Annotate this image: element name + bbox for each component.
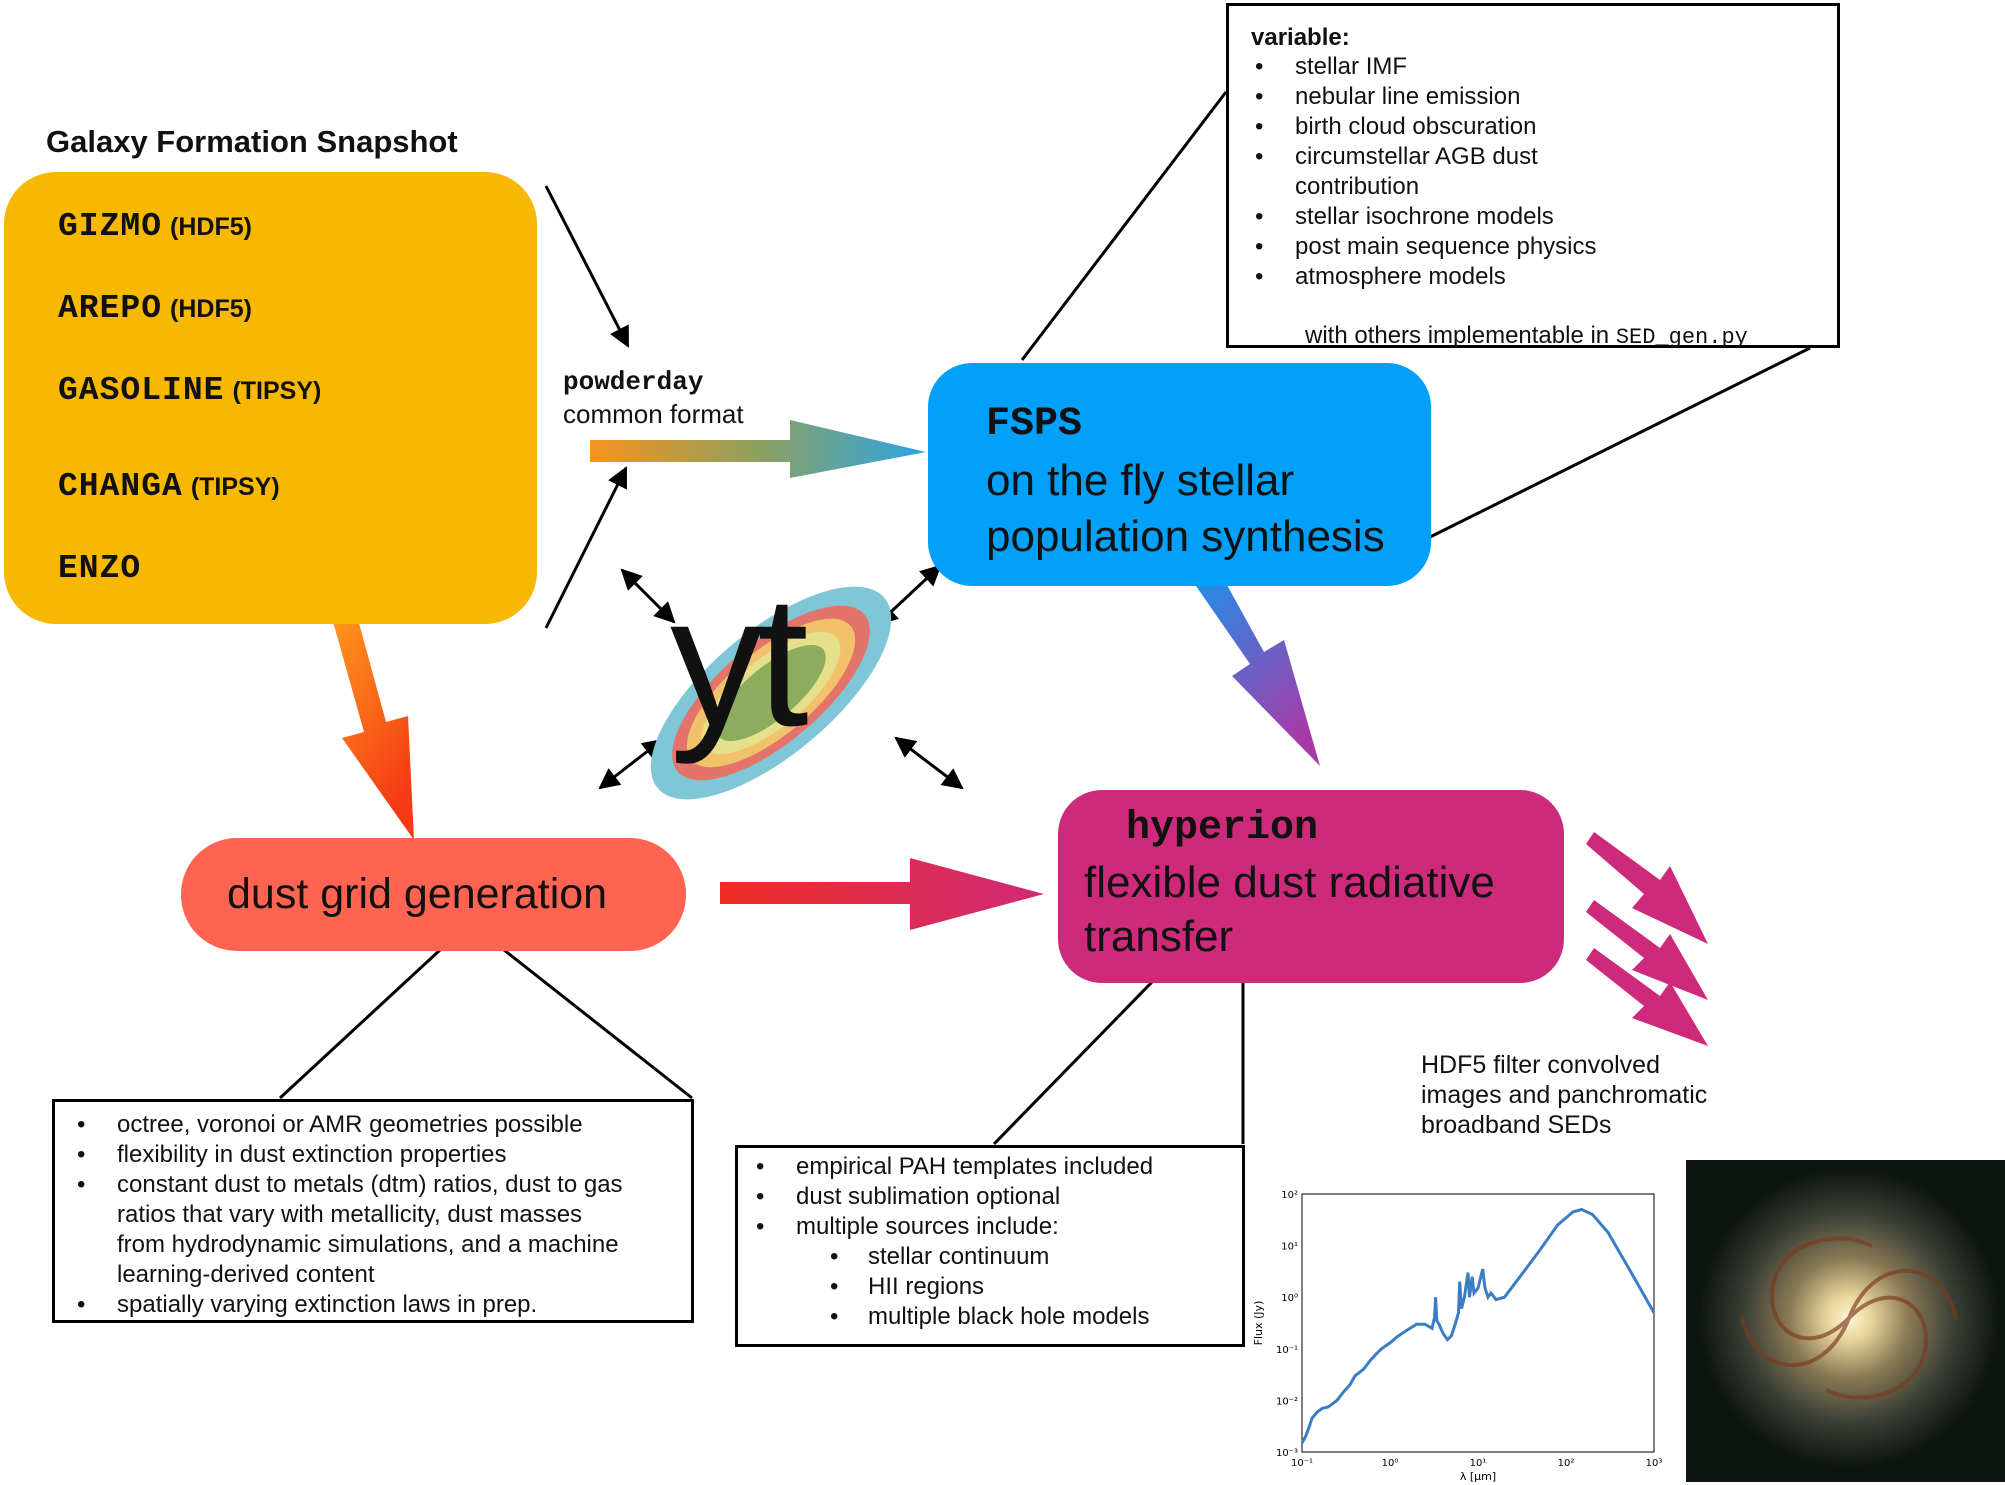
list-item: stellar IMF xyxy=(1241,52,1597,82)
snapshot-to-powderday-arrow-bottom xyxy=(544,466,628,629)
outputs-line2: images and panchromatic xyxy=(1421,1081,1708,1109)
dust-callout-line-right xyxy=(503,948,693,1100)
fsps-line1: on the fly stellar xyxy=(986,456,1295,505)
snapshot-to-powderday-arrow-top xyxy=(544,185,630,348)
fsps-callout-line-top xyxy=(1020,91,1228,361)
hyperion-name: hyperion xyxy=(1126,806,1319,851)
sed-xtick-label: 10¹ xyxy=(1470,1458,1487,1469)
sed-plot-frame xyxy=(1301,1193,1655,1453)
code-name: GIZMO xyxy=(58,208,163,245)
fsps-notes-title: variable: xyxy=(1251,24,1350,51)
yt-logo-icon xyxy=(650,586,892,800)
snapshot-title: Galaxy Formation Snapshot xyxy=(46,124,458,159)
code-format: (HDF5) xyxy=(170,213,252,241)
list-item: dust sublimation optional xyxy=(742,1182,1153,1212)
code-format: (HDF5) xyxy=(170,295,252,323)
sed-ytick-label: 10¹ xyxy=(1281,1242,1298,1253)
sed-xtick-label: 10² xyxy=(1558,1458,1575,1469)
outputs-line1: HDF5 filter convolved xyxy=(1421,1051,1660,1079)
list-item: octree, voronoi or AMR geometries possib… xyxy=(63,1110,623,1140)
fsps-notes-extra-text: with others implementable in xyxy=(1305,322,1610,349)
yt-arrow-dust xyxy=(598,738,664,790)
sed-xtick-label: 10⁻¹ xyxy=(1291,1458,1313,1469)
fsps-notes-box: variable: stellar IMF nebular line emiss… xyxy=(1226,3,1840,350)
code-name: GASOLINE xyxy=(58,372,225,409)
sed-ytick-label: 10⁻² xyxy=(1276,1396,1298,1407)
dust-notes-box: octree, voronoi or AMR geometries possib… xyxy=(52,1099,694,1323)
powderday-name: powderday xyxy=(563,367,704,397)
code-format: (TIPSY) xyxy=(190,473,280,501)
sed-xlabel: λ [μm] xyxy=(1460,1470,1496,1483)
list-item: multiple sources include: xyxy=(742,1212,1153,1242)
yt-logo-text: yt xyxy=(670,558,809,765)
sed-xtick-label: 10⁰ xyxy=(1382,1458,1399,1469)
powderday-to-fsps-arrow xyxy=(590,420,926,478)
hyperion-callout-line-left xyxy=(992,980,1154,1146)
outputs-line3: broadband SEDs xyxy=(1421,1111,1612,1139)
code-gizmo: GIZMO(HDF5) xyxy=(58,208,252,245)
list-item: ratios that vary with metallicity, dust … xyxy=(117,1201,583,1228)
list-item: birth cloud obscuration xyxy=(1241,112,1597,142)
list-item: stellar isochrone models xyxy=(1241,202,1597,232)
yt-arrow-hyperion xyxy=(894,736,964,790)
dust-label: dust grid generation xyxy=(227,870,608,918)
powderday-label: powderday common format xyxy=(563,366,744,430)
list-item: nebular line emission xyxy=(1241,82,1597,112)
list-item: flexibility in dust extinction propertie… xyxy=(63,1140,623,1170)
list-item: post main sequence physics xyxy=(1241,232,1597,262)
hyperion-line1: flexible dust radiative xyxy=(1084,858,1495,907)
code-enzo: ENZO xyxy=(58,550,141,587)
dust-box: dust grid generation xyxy=(181,838,686,951)
dust-notes-list: octree, voronoi or AMR geometries possib… xyxy=(63,1110,623,1320)
galaxy-image xyxy=(1686,1160,2005,1482)
yt-arrow-snapshot xyxy=(620,568,676,624)
fsps-notes-extra: with others implementable in SED_gen.py xyxy=(1305,322,1748,350)
sed-ytick-label: 10⁻¹ xyxy=(1276,1345,1298,1356)
fsps-callout-line-bottom xyxy=(1407,346,1811,550)
hyperion-notes-box: empirical PAH templates included dust su… xyxy=(735,1145,1245,1347)
snapshot-box: GIZMO(HDF5) AREPO(HDF5) GASOLINE(TIPSY) … xyxy=(4,172,537,624)
list-item: circumstellar AGB dust xyxy=(1241,142,1597,172)
hyperion-line2: transfer xyxy=(1084,912,1234,961)
list-item: stellar continuum xyxy=(742,1242,1153,1272)
code-changa: CHANGA(TIPSY) xyxy=(58,468,280,505)
fsps-box: FSPS on the fly stellar population synth… xyxy=(928,363,1431,586)
sed-series-line xyxy=(1300,1207,1656,1444)
list-item: multiple black hole models xyxy=(742,1302,1153,1332)
snapshot-to-dust-arrow xyxy=(332,612,414,840)
code-format: (TIPSY) xyxy=(232,377,322,405)
fsps-notes-list: stellar IMF nebular line emission birth … xyxy=(1241,52,1597,292)
hyperion-notes-list: empirical PAH templates included dust su… xyxy=(742,1152,1153,1332)
sed-ytick-label: 10² xyxy=(1281,1190,1298,1201)
sed-xtick-label: 10³ xyxy=(1646,1458,1663,1469)
code-name: ENZO xyxy=(58,550,142,587)
list-item: atmosphere models xyxy=(1241,262,1597,292)
outputs-text: HDF5 filter convolved images and panchro… xyxy=(1421,1050,1721,1140)
hyperion-box: hyperion flexible dust radiative transfe… xyxy=(1058,790,1564,983)
list-item: from hydrodynamic simulations, and a mac… xyxy=(117,1231,619,1258)
sed-ylabel: Flux (Jy) xyxy=(1252,1301,1265,1346)
output-arrows xyxy=(1586,832,1708,1046)
fsps-notes-extra-code: SED_gen.py xyxy=(1615,325,1748,350)
powderday-subtitle: common format xyxy=(563,399,744,429)
list-item: constant dust to metals (dtm) ratios, du… xyxy=(63,1170,623,1200)
sed-chart: 10⁻¹ 10⁰ 10¹ 10² 10³ 10⁻³ 10⁻² 10⁻¹ 10⁰ 10¹ 10² λ … xyxy=(1252,1190,1663,1483)
code-name: CHANGA xyxy=(58,468,183,505)
sed-ytick-label: 10⁻³ xyxy=(1276,1448,1298,1459)
sed-ytick-label: 10⁰ xyxy=(1281,1293,1298,1304)
dust-callout-line-left xyxy=(278,948,442,1100)
dust-to-hyperion-arrow xyxy=(720,858,1044,930)
list-item: HII regions xyxy=(742,1272,1153,1302)
code-gasoline: GASOLINE(TIPSY) xyxy=(58,372,321,409)
fsps-name: FSPS xyxy=(986,402,1083,447)
list-item: contribution xyxy=(1295,173,1420,200)
list-item: learning-derived content xyxy=(117,1261,375,1288)
code-name: AREPO xyxy=(58,290,163,327)
list-item: spatially varying extinction laws in pre… xyxy=(63,1290,623,1320)
fsps-line2: population synthesis xyxy=(986,512,1385,561)
list-item: empirical PAH templates included xyxy=(742,1152,1153,1182)
fsps-to-hyperion-arrow xyxy=(1196,576,1320,766)
code-arepo: AREPO(HDF5) xyxy=(58,290,252,327)
